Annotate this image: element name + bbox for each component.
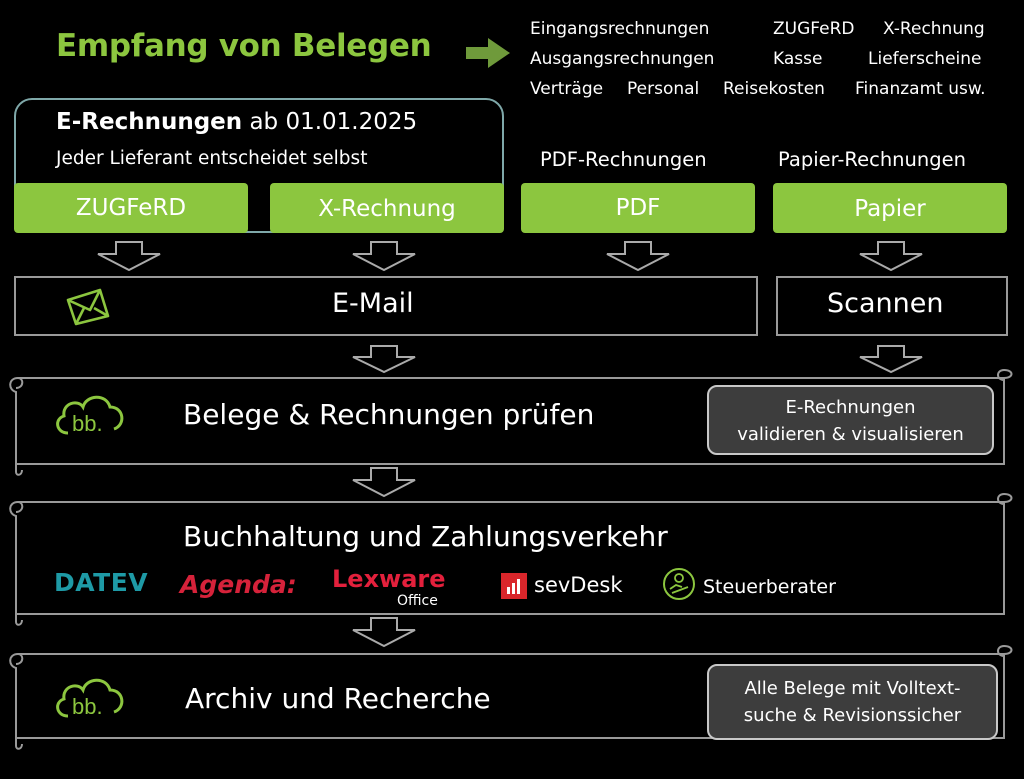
lexware-office-label: Office <box>397 593 438 609</box>
accounting-scroll-frame <box>9 492 1013 626</box>
category: Reisekosten <box>723 79 825 99</box>
email-box <box>14 276 758 336</box>
pdf-badge: PDF <box>521 183 755 233</box>
down-arrow-icon <box>606 241 670 272</box>
down-arrow-icon <box>859 241 923 272</box>
bb-cloud-logo: bb. <box>52 672 128 728</box>
lexware-logo: Lexware <box>332 565 446 593</box>
category: Verträge <box>530 79 604 99</box>
down-arrow-icon <box>352 241 416 272</box>
sevdesk-icon <box>501 573 527 599</box>
archive-label: Archiv und Recherche <box>185 682 491 715</box>
agenda-logo: Agenda: <box>180 570 297 599</box>
paper-header: Papier-Rechnungen <box>778 148 966 171</box>
sevdesk-logo: sevDesk <box>534 573 623 597</box>
bb-cloud-logo: bb. <box>52 389 128 445</box>
archive-note-line2: suche & Revisionssicher <box>743 705 962 726</box>
flow-arrows-row3 <box>352 467 416 498</box>
category: Ausgangsrechnungen <box>530 49 715 69</box>
document-categories: Eingangsrechnungen ZUGFeRD X-Rechnung Au… <box>530 19 1010 109</box>
svg-text:bb.: bb. <box>72 411 103 436</box>
validate-note-line2: validieren & visualisieren <box>737 424 964 445</box>
flow-arrows-row1 <box>97 241 923 272</box>
validate-note-line1: E-Rechnungen <box>785 397 916 418</box>
pdf-header: PDF-Rechnungen <box>540 148 707 171</box>
down-arrow-icon <box>352 467 416 498</box>
xrechnung-label: X-Rechnung <box>318 196 456 222</box>
category: Personal <box>627 79 700 99</box>
paper-label: Papier <box>854 196 926 222</box>
pdf-label: PDF <box>615 195 661 221</box>
down-arrow-icon <box>352 617 416 648</box>
page-title: Empfang von Belegen <box>56 28 432 64</box>
e-invoice-heading-bold: E-Rechnungen <box>56 109 243 135</box>
tax-advisor-icon <box>663 568 695 600</box>
xrechnung-badge: X-Rechnung <box>270 183 504 233</box>
arrow-right-icon <box>466 38 510 68</box>
check-scroll-frame <box>9 368 1013 476</box>
steuerberater-label: Steuerberater <box>703 576 836 598</box>
category: X-Rechnung <box>883 19 985 39</box>
e-invoice-group <box>14 98 504 233</box>
zugferd-label: ZUGFeRD <box>75 195 187 221</box>
archive-note: Alle Belege mit Volltext- suche & Revisi… <box>707 664 998 740</box>
archive-scroll-frame <box>9 644 1013 750</box>
archive-note-line1: Alle Belege mit Volltext- <box>744 678 961 699</box>
category: Lieferscheine <box>868 49 982 69</box>
envelope-icon <box>66 288 110 326</box>
e-invoice-heading-date: ab 01.01.2025 <box>242 109 418 135</box>
accounting-label: Buchhaltung und Zahlungsverkehr <box>183 520 668 553</box>
zugferd-badge: ZUGFeRD <box>14 183 248 233</box>
e-invoice-subtitle: Jeder Lieferant entscheidet selbst <box>56 148 368 169</box>
down-arrow-icon <box>352 345 416 374</box>
check-label: Belege & Rechnungen prüfen <box>183 398 595 431</box>
scan-label: Scannen <box>827 288 944 319</box>
category: ZUGFeRD <box>773 19 855 39</box>
validate-note: E-Rechnungen validieren & visualisieren <box>707 385 994 455</box>
paper-badge: Papier <box>773 183 1007 233</box>
down-arrow-icon <box>97 241 161 272</box>
category: Finanzamt usw. <box>855 79 986 99</box>
scan-box <box>776 276 1008 336</box>
svg-text:bb.: bb. <box>72 694 103 719</box>
down-arrow-icon <box>859 345 923 374</box>
flow-arrows-row4 <box>352 617 416 648</box>
category: Eingangsrechnungen <box>530 19 710 39</box>
flow-arrows-row2 <box>352 345 923 374</box>
datev-logo: DATEV <box>54 568 149 597</box>
category: Kasse <box>773 49 823 69</box>
email-label: E-Mail <box>332 288 414 319</box>
e-invoice-heading: E-Rechnungen ab 01.01.2025 <box>56 109 417 135</box>
